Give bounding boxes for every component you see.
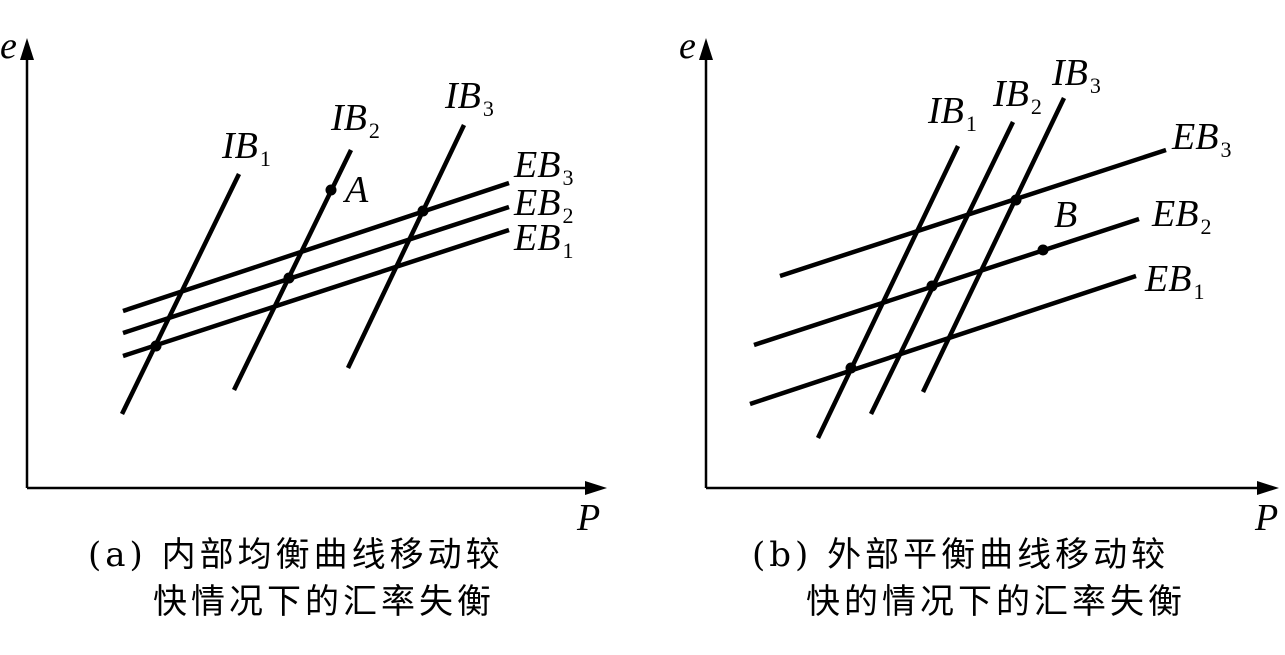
panel-a-dot-ib1-eb1 (150, 340, 162, 352)
panel-a-caption-line1: (a) 内部均衡曲线移动较 (88, 535, 504, 575)
panel-a-dot-ib2-eb2 (283, 272, 295, 284)
panel-a-ib3-label: IB3 (444, 75, 494, 121)
panel-b-eb1-line (749, 273, 1137, 407)
panel-b-eb3-line (779, 147, 1167, 279)
panel-a-eb1-label: EB1 (513, 217, 573, 263)
panel-b-ib3-line (920, 97, 1067, 393)
panel-a-y-axis-label: e (0, 25, 17, 67)
panel-b-eb2-line (753, 216, 1140, 348)
panel-a-x-axis-label: P (576, 497, 600, 539)
panel-b-ib1-line (815, 145, 961, 439)
panel-a-caption-line2: 快情况下的汇率失衡 (153, 582, 495, 622)
panel-a-eb2-line (122, 204, 510, 336)
panel-a-ib3-line (345, 124, 467, 369)
panel-a-ib1-label: IB1 (221, 125, 271, 171)
panel-a-eb2-label: EB2 (513, 182, 573, 228)
panel-a-point-a-label: A (342, 169, 369, 211)
panel-b-y-axis-arrow (699, 38, 713, 60)
panel-a-eb1-line (122, 227, 510, 359)
panel-b-point-b-dot (1037, 244, 1049, 256)
panel-a: e P IB1 IB2 IB3 EB3 EB2 EB1 A (a) 内部均衡曲线… (0, 25, 607, 622)
panel-b-eb1-label: EB1 (1144, 258, 1204, 304)
panel-b-ib3-label: IB3 (1051, 52, 1101, 98)
panel-a-x-axis-arrow (585, 481, 607, 495)
panel-b-dot-ib2-eb2 (926, 280, 938, 292)
panel-b: e P IB1 IB2 IB3 EB3 EB2 EB1 B (b) 外部平衡曲线… (679, 25, 1279, 622)
panel-b-dot-ib3-eb3 (1010, 194, 1022, 206)
panel-a-dot-ib3-eb3 (417, 205, 429, 217)
panel-a-ib2-label: IB2 (330, 97, 380, 143)
panel-b-ib1-label: IB1 (927, 90, 977, 136)
panel-b-x-axis-label: P (1254, 497, 1278, 539)
panel-a-y-axis-arrow (20, 38, 34, 60)
panel-b-y-axis-label: e (679, 25, 696, 67)
panel-b-eb3-label: EB3 (1171, 116, 1231, 162)
panel-a-point-a-dot (325, 184, 337, 196)
panel-b-x-axis-arrow (1257, 481, 1279, 495)
panel-b-caption-line1: (b) 外部平衡曲线移动较 (752, 535, 1169, 575)
panel-a-eb3-line (122, 180, 510, 314)
panel-b-dot-ib1-eb1 (845, 362, 857, 374)
panel-a-eb3-label: EB3 (513, 144, 573, 190)
panel-b-eb2-label: EB2 (1151, 193, 1211, 239)
panel-b-caption-line2: 快的情况下的汇率失衡 (806, 582, 1186, 622)
panel-b-ib2-label: IB2 (992, 73, 1042, 119)
panel-b-ib2-line (868, 121, 1016, 415)
panel-b-point-b-label: B (1054, 194, 1077, 236)
